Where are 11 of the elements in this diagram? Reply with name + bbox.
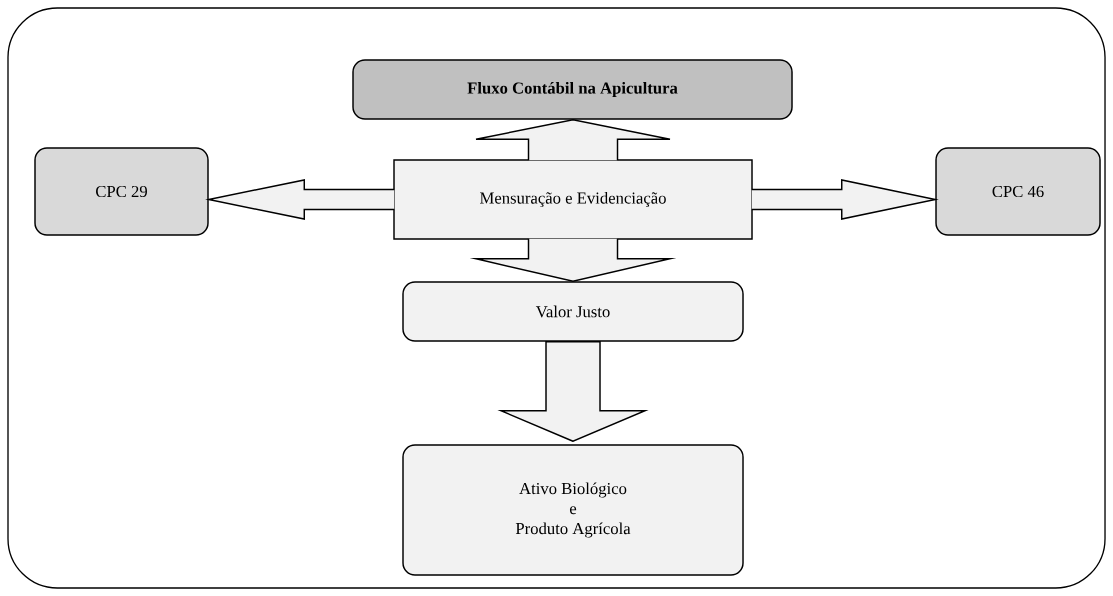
- block-arrow: [469, 238, 677, 283]
- title-box: Fluxo Contábil na Apicultura: [352, 59, 793, 120]
- cross-arrow-center: Mensuração e Evidenciação: [393, 159, 753, 240]
- standard-box: CPC 46: [935, 147, 1101, 236]
- outer-frame: [7, 7, 1106, 589]
- block-arrow: [205, 179, 395, 220]
- block-arrow: [475, 119, 671, 161]
- process-box: Valor Justo: [402, 281, 744, 342]
- block-arrow: [751, 179, 939, 220]
- standard-box: CPC 29: [34, 147, 209, 236]
- result-box: Ativo Biológico e Produto Agrícola: [402, 444, 744, 576]
